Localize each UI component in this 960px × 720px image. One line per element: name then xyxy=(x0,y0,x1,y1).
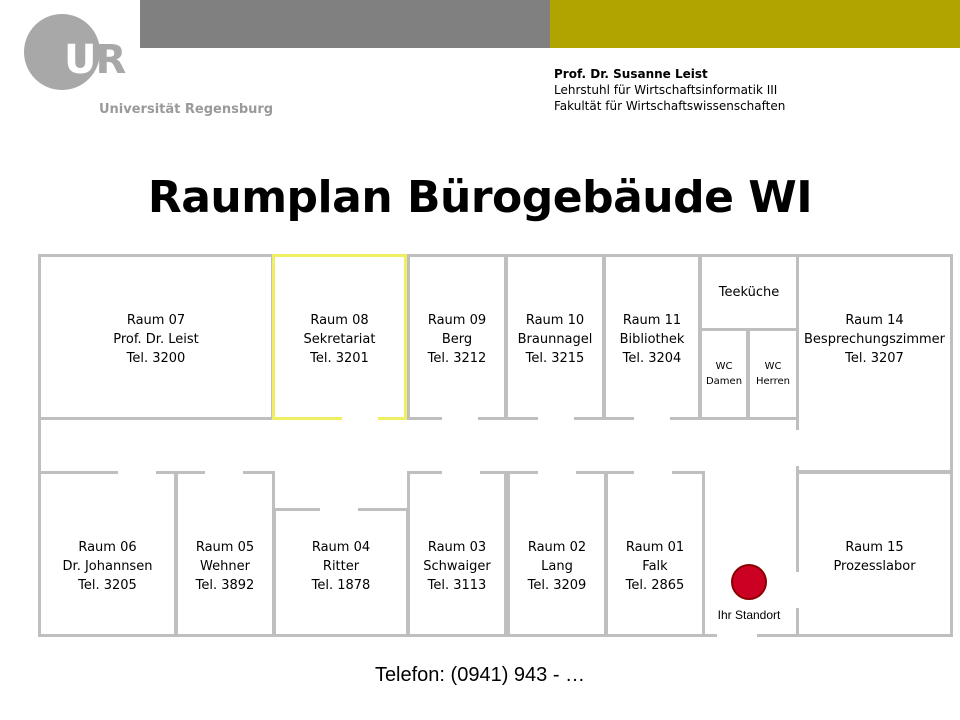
room-01[interactable]: Raum 01 Falk Tel. 2865 xyxy=(605,471,705,637)
wc-herren[interactable]: WC Herren xyxy=(747,328,799,420)
door-room-01 xyxy=(634,466,672,474)
room-07[interactable]: Raum 07 Prof. Dr. Leist Tel. 3200 xyxy=(38,254,274,420)
location-label: Ihr Standort xyxy=(717,608,781,622)
wc-damen[interactable]: WC Damen xyxy=(699,328,749,420)
door-room-03 xyxy=(442,466,480,474)
door-room-02 xyxy=(538,466,576,474)
university-logo: UR Universität Regensburg xyxy=(22,14,273,124)
room-03[interactable]: Raum 03 Schwaiger Tel. 3113 xyxy=(407,471,507,637)
chair-info: Prof. Dr. Susanne Leist Lehrstuhl für Wi… xyxy=(554,66,785,114)
room-09[interactable]: Raum 09 Berg Tel. 3212 xyxy=(407,254,507,420)
door-room-15 xyxy=(795,572,803,608)
page-title: Raumplan Bürogebäude WI xyxy=(147,172,813,223)
door-room-04 xyxy=(320,504,358,512)
room-06[interactable]: Raum 06 Dr. Johannsen Tel. 3205 xyxy=(38,471,177,637)
door-room-08 xyxy=(342,417,378,425)
door-room-09 xyxy=(442,417,478,425)
room-05[interactable]: Raum 05 Wehner Tel. 3892 xyxy=(175,471,275,637)
entrance-door xyxy=(717,632,757,640)
room-02[interactable]: Raum 02 Lang Tel. 3209 xyxy=(507,471,607,637)
door-room-10 xyxy=(538,417,574,425)
room-04[interactable]: Raum 04 Ritter Tel. 1878 xyxy=(273,508,409,637)
logo-letters: UR xyxy=(64,37,126,83)
chair-name: Lehrstuhl für Wirtschaftsinformatik III xyxy=(554,83,778,97)
room-11[interactable]: Raum 11 Bibliothek Tel. 3204 xyxy=(603,254,701,420)
room-15[interactable]: Raum 15 Prozesslabor xyxy=(796,471,953,637)
room-14[interactable]: Raum 14 Besprechungszimmer Tel. 3207 xyxy=(796,254,953,473)
logo-circle xyxy=(24,14,100,90)
room-10[interactable]: Raum 10 Braunnagel Tel. 3215 xyxy=(505,254,605,420)
header-bar-olive xyxy=(550,0,960,48)
phone-prefix: Telefon: (0941) 943 - … xyxy=(374,664,586,686)
logo-university-name: Universität Regensburg xyxy=(99,102,274,117)
location-marker xyxy=(731,564,767,600)
door-room-05 xyxy=(205,466,243,474)
door-room-14 xyxy=(795,430,803,466)
kitchen-label: Teeküche xyxy=(718,285,780,300)
faculty-name: Fakultät für Wirtschaftswissenschaften xyxy=(554,99,786,113)
room-08[interactable]: Raum 08 Sekretariat Tel. 3201 xyxy=(272,254,407,420)
door-room-11 xyxy=(634,417,670,425)
prof-name: Prof. Dr. Susanne Leist xyxy=(554,67,708,81)
header-bar-grey xyxy=(140,0,550,48)
door-room-06 xyxy=(118,466,156,474)
